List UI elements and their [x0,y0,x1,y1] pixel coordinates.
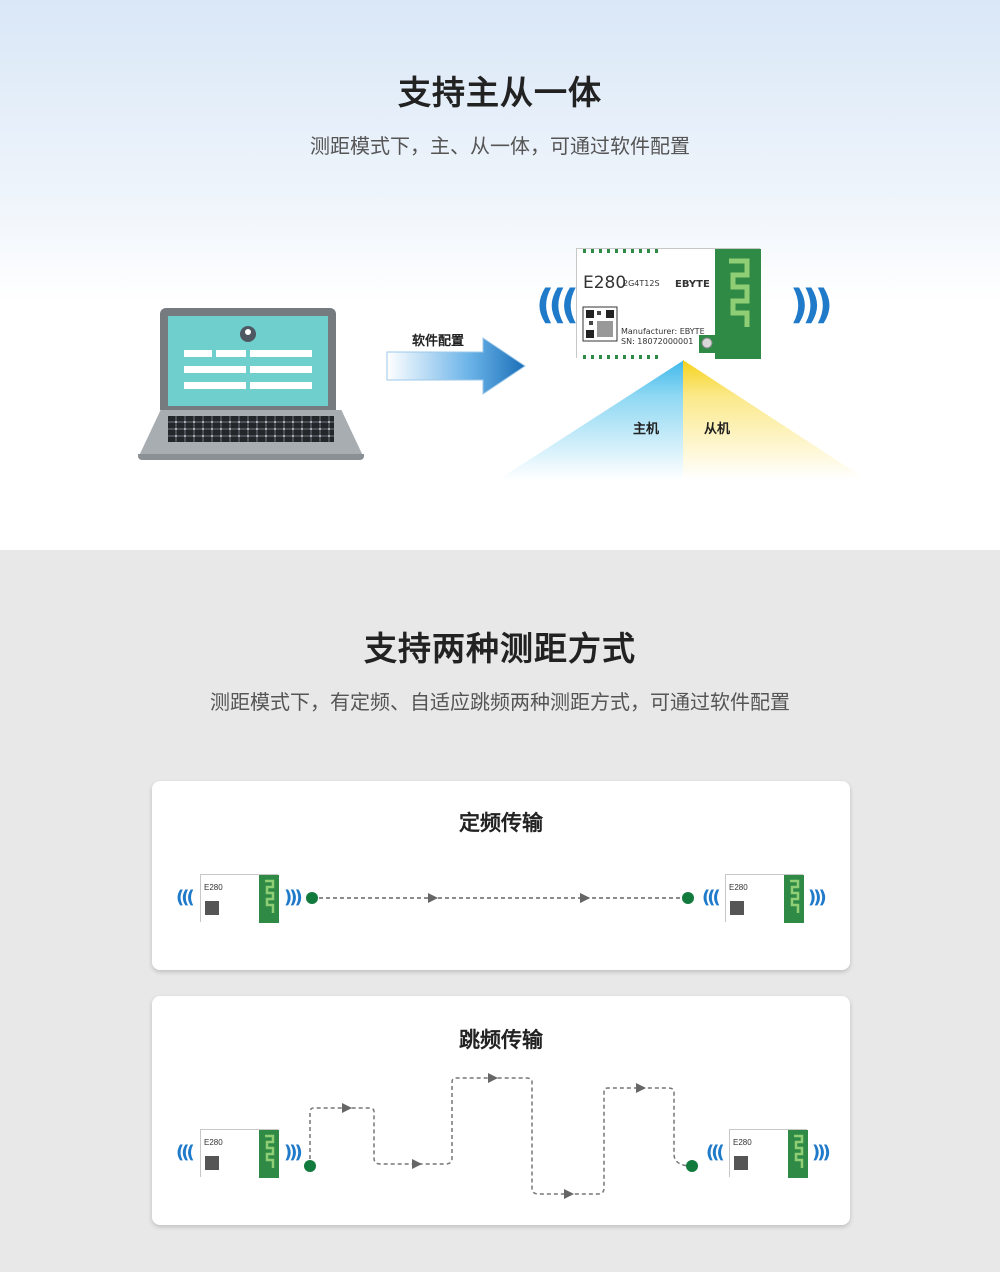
wifi-signal-icon: ))) [284,1142,303,1163]
arrow-right-icon [386,337,526,395]
section1-title: 支持主从一体 [398,73,602,112]
slave-label: 从机 [704,422,731,437]
module-board: E280 [201,875,279,923]
module-manufacturer: Manufacturer: EBYTE [621,327,705,336]
module-board: E280 [201,1130,279,1178]
wifi-signal-icon: ((( [702,887,721,908]
svg-text:E280: E280 [733,1138,752,1147]
software-config-label: 软件配置 [412,334,465,349]
module-board [577,249,761,359]
e280-module-small: E280 [729,1129,808,1178]
screen-field [250,366,312,373]
section-master-slave: 支持主从一体 测距模式下，主、从一体，可通过软件配置 软件配置 [0,0,1000,550]
wifi-signal-icon: ))) [284,887,303,908]
module-board: E280 [726,875,804,923]
laptop-keyboard [168,416,334,442]
laptop-foot [138,454,364,460]
module-board: E280 [730,1130,808,1178]
svg-text:E280: E280 [204,883,223,892]
e280-module-small: E280 [725,874,804,923]
module-model-suffix: 2G4T12S [623,279,660,288]
section2-title: 支持两种测距方式 [364,629,636,668]
e280-module-small: E280 [200,1129,279,1178]
module-brand: EBYTE [675,279,710,290]
wifi-signal-icon: ))) [808,887,827,908]
screen-field [184,382,246,389]
wifi-signal-icon: ((( [176,1142,195,1163]
screen-field [250,350,312,357]
wifi-signal-icon: ((( [706,1142,725,1163]
section2-subtitle: 测距模式下，有定频、自适应跳频两种测距方式，可通过软件配置 [210,690,790,714]
qr-code-icon [582,306,618,342]
wifi-signal-icon: ))) [812,1142,831,1163]
module-model: E280 [583,273,627,293]
user-avatar-icon [240,326,256,342]
laptop-icon [138,308,364,460]
screen-field [250,382,312,389]
module-sn: SN: 18072000001 [621,337,694,346]
laptop-lid [160,308,336,410]
host-label: 主机 [633,422,660,437]
svg-text:E280: E280 [204,1138,223,1147]
card-fixed-frequency: 定频传输 ((( E280 ))) ((( E280 ))) [152,781,850,970]
wifi-signal-icon: ((( [536,282,579,328]
wifi-signal-icon: ))) [790,282,833,328]
screen-field [216,350,246,357]
frequency-hopping-path [304,1073,698,1199]
wifi-signal-icon: ((( [176,887,195,908]
e280-module: E280 2G4T12S EBYTE Manufacturer: EBYTE S… [576,248,761,359]
svg-text:E280: E280 [729,883,748,892]
card-hop-title: 跳频传输 [459,1028,543,1052]
laptop-screen [168,316,328,406]
screen-field [184,366,246,373]
card-frequency-hopping: 跳频传输 ((( E280 ))) ((( E280 ))) [152,996,850,1225]
section1-subtitle: 测距模式下，主、从一体，可通过软件配置 [310,134,690,158]
card-fixed-title: 定频传输 [459,811,543,835]
arrow-right-icon [428,893,438,903]
screen-field [184,350,212,357]
e280-module-small: E280 [200,874,279,923]
fixed-frequency-path [306,892,694,904]
